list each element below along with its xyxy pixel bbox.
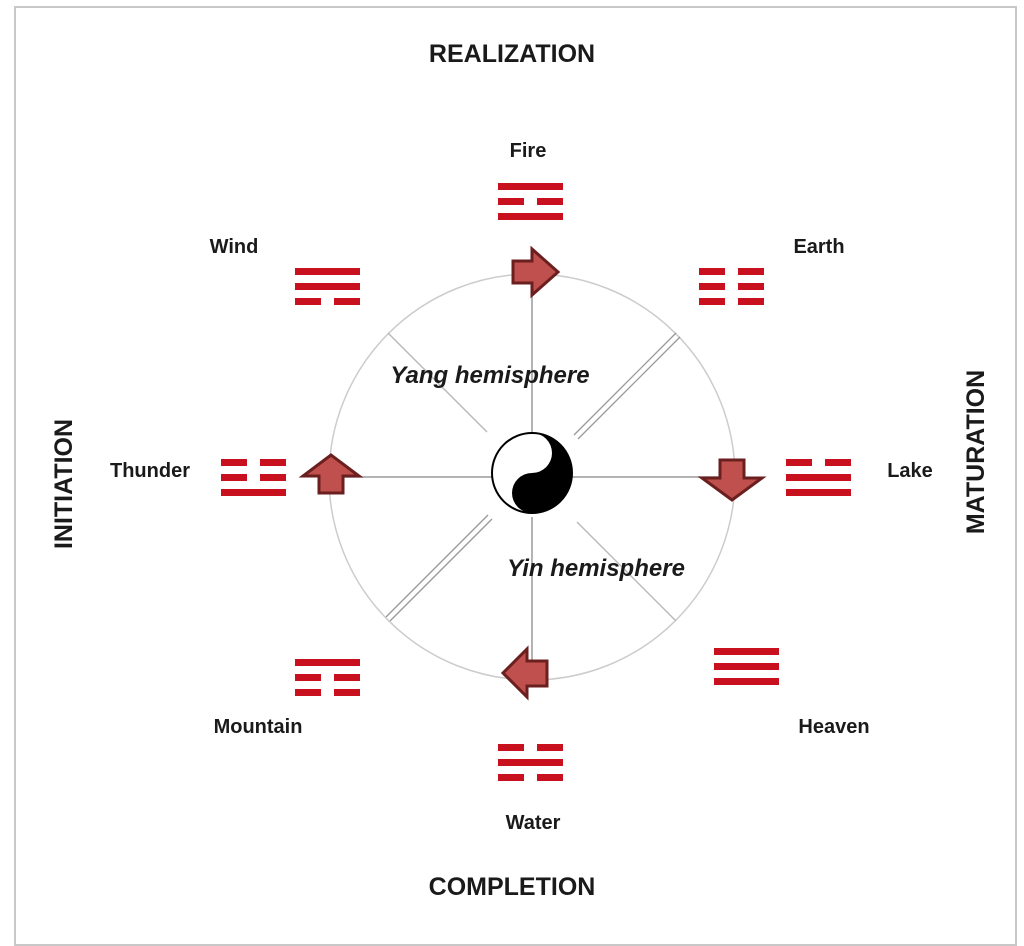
trigram-water-line-1-broken-left <box>498 744 524 751</box>
trigram-thunder-line-1-broken-left <box>221 459 247 466</box>
trigram-thunder-label: Thunder <box>110 460 190 482</box>
trigram-mountain-label: Mountain <box>214 716 303 738</box>
trigram-water-symbol <box>498 744 563 781</box>
direction-right-label: MATURATION <box>962 370 990 534</box>
trigram-water-line-1-broken-right <box>537 744 563 751</box>
direction-left-label: INITIATION <box>50 419 78 549</box>
trigram-mountain-symbol <box>295 659 360 696</box>
trigram-water-line-3-broken-right <box>537 774 563 781</box>
trigram-lake-line-1-broken-right <box>825 459 851 466</box>
trigram-mountain-line-1-solid <box>295 659 360 666</box>
trigram-fire-label: Fire <box>510 140 547 162</box>
trigram-wind-label: Wind <box>210 236 259 258</box>
trigram-water-line-2-solid <box>498 759 563 766</box>
trigram-heaven-line-2-solid <box>714 663 779 670</box>
spoke-southwest-double-a <box>385 514 489 618</box>
trigram-fire-line-2-broken-right <box>537 198 563 205</box>
trigram-heaven-symbol <box>714 648 779 685</box>
trigram-lake-line-1-broken-left <box>786 459 812 466</box>
trigram-earth-symbol <box>699 268 764 305</box>
arrow-right-icon <box>511 245 561 299</box>
trigram-wind-symbol <box>295 268 360 305</box>
spoke-northwest <box>387 332 488 433</box>
trigram-thunder-line-2-broken-left <box>221 474 247 481</box>
trigram-earth-line-2-broken-right <box>738 283 764 290</box>
spoke-northeast-double-a <box>573 332 677 436</box>
trigram-fire-line-1-solid <box>498 183 563 190</box>
trigram-mountain-line-2-broken-right <box>334 674 360 681</box>
trigram-earth-line-1-broken-right <box>738 268 764 275</box>
trigram-earth-label: Earth <box>793 236 844 258</box>
trigram-thunder-symbol <box>221 459 286 496</box>
spoke-southwest-double-b <box>389 518 493 622</box>
trigram-water-label: Water <box>506 812 561 834</box>
trigram-lake-line-2-solid <box>786 474 851 481</box>
trigram-earth-line-2-broken-left <box>699 283 725 290</box>
arrow-up-icon <box>298 453 364 495</box>
wheel-spokes <box>329 274 735 680</box>
arrow-down-icon <box>697 458 767 502</box>
trigram-earth-line-3-broken-left <box>699 298 725 305</box>
direction-bottom-label: COMPLETION <box>429 873 596 901</box>
trigram-thunder-line-2-broken-right <box>260 474 286 481</box>
direction-top-label: REALIZATION <box>429 40 595 68</box>
trigram-heaven-line-1-solid <box>714 648 779 655</box>
trigram-wind-line-3-broken-right <box>334 298 360 305</box>
trigram-earth-line-3-broken-right <box>738 298 764 305</box>
trigram-mountain-line-2-broken-left <box>295 674 321 681</box>
spoke-southeast <box>576 521 677 622</box>
trigram-wind-line-3-broken-left <box>295 298 321 305</box>
trigram-heaven-label: Heaven <box>798 716 869 738</box>
trigram-wind-line-1-solid <box>295 268 360 275</box>
trigram-thunder-line-1-broken-right <box>260 459 286 466</box>
trigram-lake-label: Lake <box>887 460 933 482</box>
yin-hemisphere-label: Yin hemisphere <box>507 555 685 582</box>
trigram-mountain-line-3-broken-right <box>334 689 360 696</box>
trigram-fire-line-2-broken-left <box>498 198 524 205</box>
trigram-water-line-3-broken-left <box>498 774 524 781</box>
trigram-wind-line-2-solid <box>295 283 360 290</box>
trigram-fire-symbol <box>498 183 563 220</box>
trigram-earth-line-1-broken-left <box>699 268 725 275</box>
trigram-mountain-line-3-broken-left <box>295 689 321 696</box>
arrow-left-icon <box>500 645 549 701</box>
trigram-lake-symbol <box>786 459 851 496</box>
trigram-fire-line-3-solid <box>498 213 563 220</box>
trigram-lake-line-3-solid <box>786 489 851 496</box>
yang-hemisphere-label: Yang hemisphere <box>390 362 589 389</box>
spoke-northeast-double-b <box>577 336 681 440</box>
trigram-heaven-line-3-solid <box>714 678 779 685</box>
yin-yang-icon <box>491 432 573 514</box>
trigram-thunder-line-3-solid <box>221 489 286 496</box>
